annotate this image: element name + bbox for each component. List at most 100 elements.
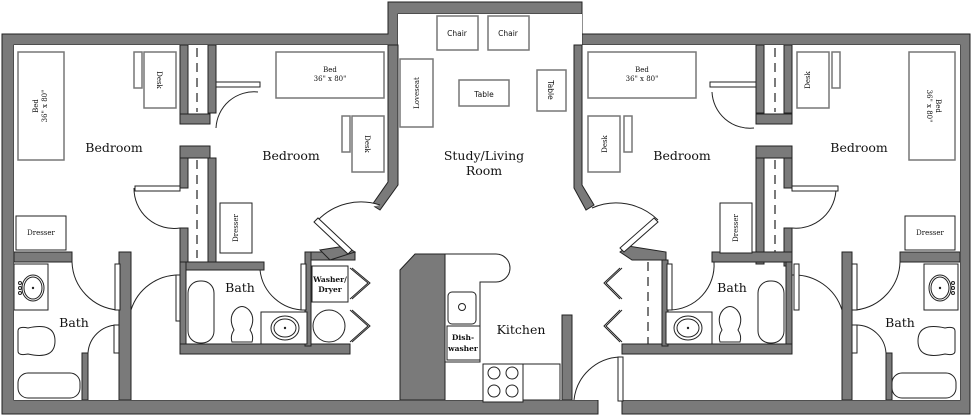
wall — [885, 352, 893, 401]
wall — [899, 251, 961, 263]
dresser-label: Dresser — [732, 213, 740, 241]
bathtub-icon — [187, 280, 215, 344]
door-swing[interactable] — [591, 202, 659, 221]
wall — [179, 44, 189, 121]
entry-door[interactable] — [617, 356, 624, 402]
bifold-door[interactable] — [603, 309, 621, 343]
room-label-kitchen: Kitchen — [497, 322, 546, 337]
room-label-bath: Bath — [59, 315, 89, 330]
wall — [755, 145, 793, 159]
door[interactable] — [851, 324, 858, 354]
chair — [487, 15, 530, 51]
door[interactable] — [619, 217, 659, 253]
door-swing[interactable] — [259, 269, 306, 311]
door[interactable] — [113, 324, 120, 354]
door-swing[interactable] — [133, 187, 181, 229]
dresser-label: Dresser — [27, 229, 55, 237]
door-swing[interactable] — [130, 274, 181, 311]
room-label-bath: Bath — [885, 315, 915, 330]
door[interactable] — [793, 263, 800, 311]
wall — [785, 261, 793, 355]
wall — [621, 343, 793, 355]
dryer-label: Dryer — [318, 285, 343, 294]
door[interactable] — [300, 263, 307, 311]
wall — [371, 44, 399, 211]
bifold-door[interactable] — [605, 309, 623, 343]
drain — [686, 326, 690, 330]
chair — [341, 115, 351, 153]
desk-label: Desk — [363, 135, 371, 153]
bed-size-label: 36" x 80" — [626, 75, 659, 83]
bifold-door[interactable] — [351, 309, 371, 343]
door-swing[interactable] — [711, 91, 755, 129]
dresser-label: Dresser — [916, 229, 944, 237]
wall — [179, 343, 351, 355]
faucet — [18, 291, 22, 295]
bifold-door[interactable] — [349, 309, 369, 343]
wall — [13, 251, 73, 263]
entry-door-swing[interactable] — [573, 356, 621, 401]
burner — [487, 366, 501, 380]
door-swing[interactable] — [71, 261, 119, 311]
dresser — [719, 202, 753, 254]
bifold-door[interactable] — [349, 267, 369, 300]
bed — [587, 51, 697, 99]
door[interactable] — [215, 81, 261, 88]
bed — [908, 51, 956, 161]
bed-label: Bed — [32, 99, 40, 113]
bed-size-label: 36" x 80" — [314, 75, 347, 83]
bed-size-label: 36" x 80" — [925, 90, 933, 123]
bifold-door[interactable] — [605, 267, 623, 300]
washer-dryer — [311, 265, 349, 303]
door[interactable] — [791, 185, 839, 192]
room-label-bedroom: Bedroom — [653, 148, 711, 163]
room-label-bath: Bath — [225, 280, 255, 295]
wall — [755, 157, 765, 265]
loveseat-label: Loveseat — [413, 77, 421, 109]
wall — [179, 227, 189, 267]
bathtub-icon — [757, 280, 785, 344]
bathtub-icon — [17, 372, 81, 399]
door-swing[interactable] — [215, 91, 259, 129]
wall — [179, 157, 189, 189]
wall — [573, 44, 595, 211]
door-swing[interactable] — [791, 187, 837, 229]
counter — [522, 363, 561, 401]
wall — [207, 44, 217, 114]
room-label-living: Room — [466, 163, 502, 178]
wall — [399, 253, 446, 401]
door[interactable] — [313, 217, 353, 255]
toilet-icon — [917, 326, 956, 356]
door[interactable] — [134, 185, 181, 192]
desk-label: Desk — [601, 134, 609, 152]
desk — [351, 115, 385, 173]
toilet-icon — [230, 306, 254, 343]
door-swing[interactable] — [855, 261, 901, 311]
door-swing[interactable] — [317, 201, 381, 221]
loveseat — [399, 58, 434, 128]
door-swing[interactable] — [87, 324, 118, 354]
wall — [81, 352, 89, 401]
chair — [831, 51, 841, 89]
faucet — [18, 281, 22, 285]
door[interactable] — [666, 263, 673, 311]
desk-label: Desk — [804, 70, 812, 88]
door[interactable] — [851, 263, 858, 311]
door[interactable] — [709, 81, 757, 88]
chair — [133, 51, 143, 89]
door-swing[interactable] — [855, 324, 887, 354]
dresser — [15, 215, 67, 251]
chair-label: Chair — [498, 29, 519, 38]
bifold-door[interactable] — [603, 267, 621, 300]
door-swing[interactable] — [669, 261, 715, 311]
bed-label: Bed — [934, 99, 942, 113]
dresser-label: Dresser — [232, 213, 240, 241]
bed-label: Bed — [635, 66, 649, 74]
desk — [143, 51, 177, 109]
bifold-door[interactable] — [351, 267, 371, 300]
wall — [755, 113, 793, 125]
door[interactable] — [114, 263, 121, 311]
dresser — [219, 202, 253, 254]
wall — [179, 113, 211, 125]
room-label-bedroom: Bedroom — [262, 148, 320, 163]
